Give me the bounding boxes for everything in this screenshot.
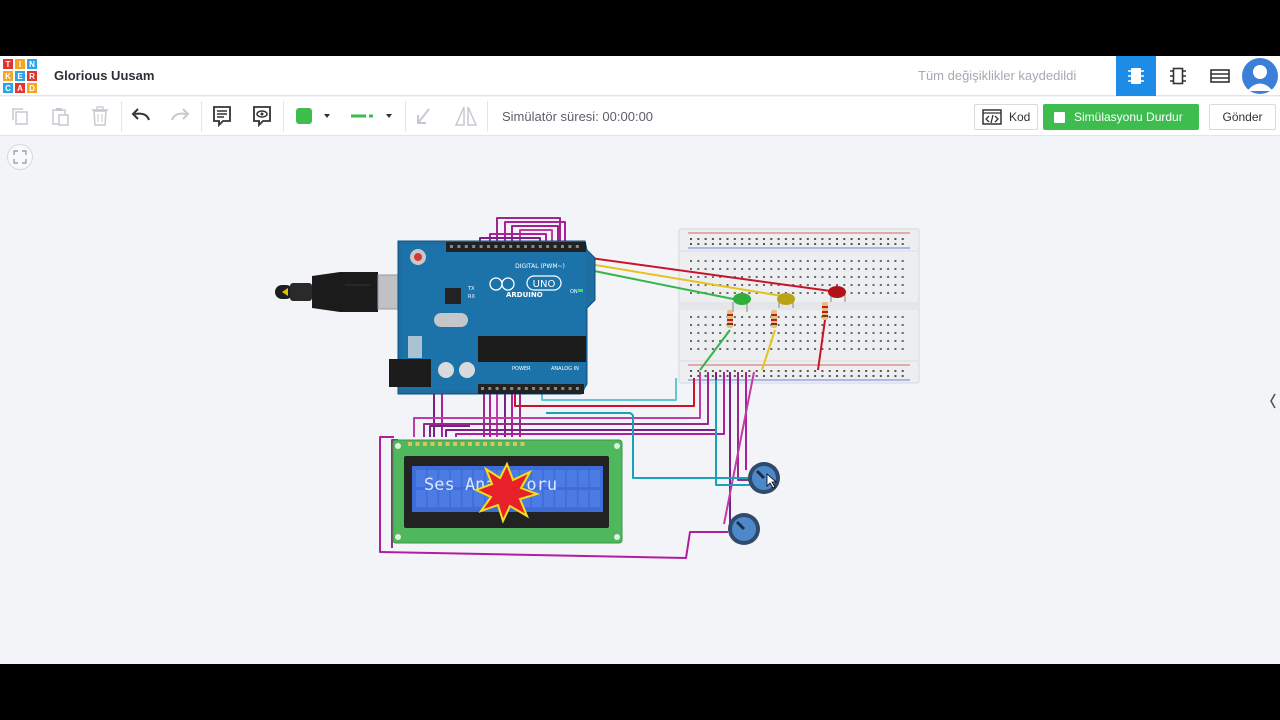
arduino-header-pins — [450, 245, 579, 390]
stop-simulation-label: Simülasyonu Durdur — [1074, 110, 1183, 124]
analog-label: ANALOG IN — [551, 366, 579, 372]
logo-letter: C — [2, 82, 14, 94]
delete-button[interactable] — [86, 103, 114, 129]
wires[interactable] — [379, 217, 839, 559]
logo-letter: R — [26, 70, 38, 82]
undo-icon — [131, 108, 150, 121]
arduino-uno-board[interactable]: DIGITAL (PWM~) ARDUINO UNO ON TX RX POWE… — [389, 240, 596, 395]
stop-icon — [1054, 111, 1065, 123]
fit-view-icon — [13, 150, 27, 164]
paste-icon — [52, 108, 69, 126]
rotate-button[interactable] — [411, 103, 439, 129]
schematic-icon — [1170, 67, 1186, 85]
component-list-button[interactable] — [1200, 56, 1240, 96]
potentiometer-2[interactable] — [728, 513, 760, 545]
wire-type-icon — [351, 114, 373, 118]
paste-button[interactable] — [46, 103, 74, 129]
code-icon — [982, 109, 1002, 125]
breadboard[interactable] — [678, 228, 920, 384]
code-button[interactable]: Kod — [974, 104, 1038, 130]
chevron-down-icon — [324, 114, 330, 118]
chevron-left-icon — [1270, 393, 1276, 409]
send-button[interactable]: Gönder — [1209, 104, 1276, 130]
eye-note-icon — [253, 106, 271, 127]
side-panel-toggle[interactable] — [1266, 386, 1280, 416]
user-avatar[interactable] — [1242, 58, 1278, 94]
logo-letter: E — [14, 70, 26, 82]
redo-icon — [171, 108, 190, 121]
logo-letter: N — [26, 58, 38, 70]
logo-letter: A — [14, 82, 26, 94]
rx-label: RX — [468, 294, 475, 300]
redo-button[interactable] — [166, 103, 194, 129]
rotate-icon — [417, 108, 430, 124]
led-yellow[interactable] — [777, 293, 795, 308]
toggle-notes-button[interactable] — [248, 103, 276, 129]
save-status: Tüm değişiklikler kaydedildi — [918, 68, 1077, 83]
arduino-model: UNO — [533, 279, 556, 290]
simulator-time: Simülatör süresi: 00:00:00 — [502, 109, 654, 124]
top-header: T I N K E R C A D Glorious Uusam Tüm değ… — [0, 56, 1280, 96]
wire-type-picker[interactable] — [345, 103, 401, 129]
schematic-view-button[interactable] — [1158, 56, 1198, 96]
tinkercad-logo[interactable]: T I N K E R C A D — [2, 58, 38, 94]
power-label: POWER — [512, 366, 531, 372]
tinkercad-window: T I N K E R C A D Glorious Uusam Tüm değ… — [0, 56, 1280, 664]
user-icon — [1247, 65, 1273, 91]
list-icon — [1210, 69, 1230, 83]
chevron-down-icon — [386, 114, 392, 118]
circuit-view-button[interactable] — [1116, 56, 1156, 96]
logo-letter: D — [26, 82, 38, 94]
lcd-header-pins — [408, 442, 525, 446]
project-title[interactable]: Glorious Uusam — [54, 68, 155, 83]
led-red[interactable] — [828, 286, 846, 302]
logo-letter: K — [2, 70, 14, 82]
potentiometer-1[interactable] — [748, 462, 780, 494]
resistors[interactable] — [727, 302, 828, 328]
burst-icon — [473, 461, 541, 524]
note-icon — [213, 106, 231, 127]
copy-icon — [12, 108, 28, 125]
arduino-brand: ARDUINO — [506, 291, 543, 299]
digital-label: DIGITAL (PWM~) — [515, 263, 565, 270]
color-swatch — [296, 108, 312, 124]
tx-label: TX — [467, 286, 475, 292]
on-label: ON — [570, 289, 578, 295]
code-button-label: Kod — [1009, 110, 1031, 124]
stop-simulation-button[interactable]: Simülasyonu Durdur — [1043, 104, 1199, 130]
logo-letter: T — [2, 58, 14, 70]
chip-icon — [1128, 68, 1144, 84]
circuit-canvas[interactable]: DIGITAL (PWM~) ARDUINO UNO ON TX RX POWE… — [0, 56, 1280, 664]
toolbar: Simülatör süresi: 00:00:00 Kod Simülasyo… — [0, 97, 1280, 136]
flip-button[interactable] — [452, 103, 480, 129]
led-green[interactable] — [732, 293, 751, 312]
note-button[interactable] — [208, 103, 236, 129]
logo-letter: I — [14, 58, 26, 70]
copy-button[interactable] — [6, 103, 34, 129]
flip-icon — [454, 106, 478, 126]
breadboard-holes — [690, 238, 904, 377]
zoom-to-fit-button[interactable] — [7, 144, 33, 170]
undo-button[interactable] — [127, 103, 155, 129]
color-picker[interactable] — [291, 103, 339, 129]
mouse-cursor-icon — [766, 473, 778, 489]
trash-icon — [92, 106, 108, 126]
lcd-16x2-display[interactable]: Ses Analizoru — [392, 439, 623, 544]
